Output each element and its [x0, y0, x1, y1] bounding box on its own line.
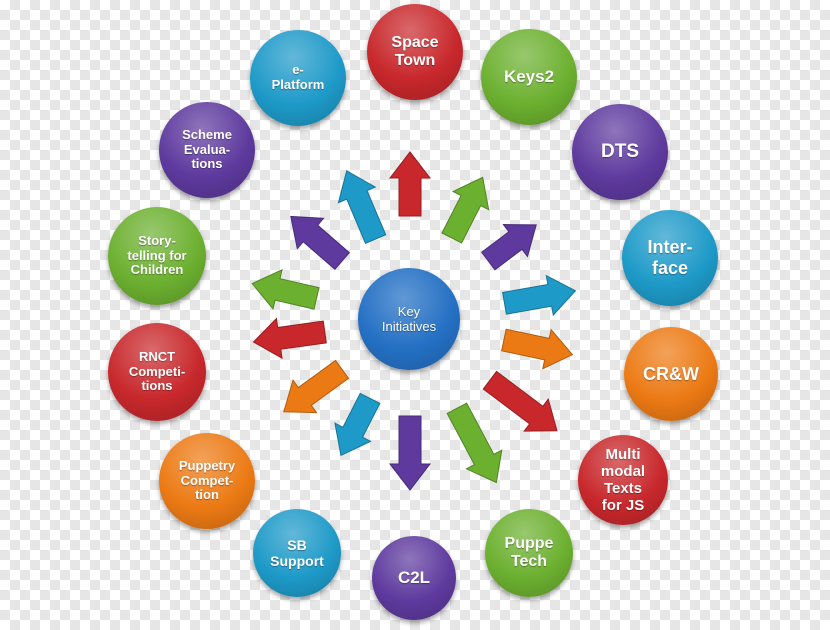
- arrow-to-e-platform: [337, 170, 387, 244]
- node-space-town: Space Town: [367, 4, 463, 100]
- node-label: Keys2: [503, 67, 555, 87]
- arrow-to-storytelling: [251, 269, 320, 310]
- node-rnct-competitions: RNCT Competi- tions: [108, 323, 206, 421]
- arrow-to-rnct-competitions: [252, 317, 327, 360]
- node-label: DTS: [601, 141, 639, 163]
- arrow-to-space-town: [388, 151, 432, 217]
- node-e-platform: e- Platform: [250, 30, 346, 126]
- arrow-to-dts: [480, 224, 537, 271]
- node-label: C2L: [397, 568, 431, 588]
- node-label: Space Town: [391, 33, 439, 69]
- node-storytelling: Story- telling for Children: [108, 207, 206, 305]
- arrow-to-crw: [501, 328, 574, 370]
- node-label: RNCT Competi- tions: [128, 348, 186, 394]
- center-node: Key Initiatives: [358, 268, 460, 370]
- node-scheme-evaluations: Scheme Evalua- tions: [159, 102, 255, 198]
- arrows-layer: [251, 151, 577, 491]
- arrow-to-multimodal: [482, 370, 558, 432]
- node-sb-support: SB Support: [253, 509, 341, 597]
- node-label: CR&W: [643, 363, 699, 384]
- node-crw: CR&W: [624, 327, 718, 421]
- arrow-to-c2l: [388, 415, 432, 491]
- node-puppe-tech: Puppe Tech: [485, 509, 573, 597]
- node-label: Story- telling for Children: [127, 232, 187, 278]
- node-label: Scheme Evalua- tions: [182, 126, 232, 172]
- node-label: e- Platform: [271, 62, 325, 92]
- arrow-to-keys2: [441, 176, 490, 244]
- node-label: SB Support: [270, 536, 324, 569]
- node-c2l: C2L: [372, 536, 456, 620]
- node-label: Puppe Tech: [504, 534, 554, 570]
- arrow-to-puppe-tech: [446, 402, 503, 484]
- node-label: Multi modal Texts for JS: [600, 445, 646, 515]
- node-multimodal: Multi modal Texts for JS: [578, 435, 668, 525]
- node-puppetry-competition: Puppetry Compet- tion: [159, 433, 255, 529]
- node-label: Puppetry Compet- tion: [178, 457, 236, 503]
- node-interface: Inter- face: [622, 210, 718, 306]
- arrow-to-sb-support: [334, 392, 381, 457]
- arrow-to-interface: [502, 274, 577, 317]
- center-label: Key Initiatives: [381, 304, 437, 334]
- node-keys2: Keys2: [481, 29, 577, 125]
- node-label: Inter- face: [647, 237, 693, 278]
- arrow-to-puppetry-competition: [283, 359, 350, 414]
- arrow-to-scheme-evaluations: [290, 215, 351, 271]
- node-dts: DTS: [572, 104, 668, 200]
